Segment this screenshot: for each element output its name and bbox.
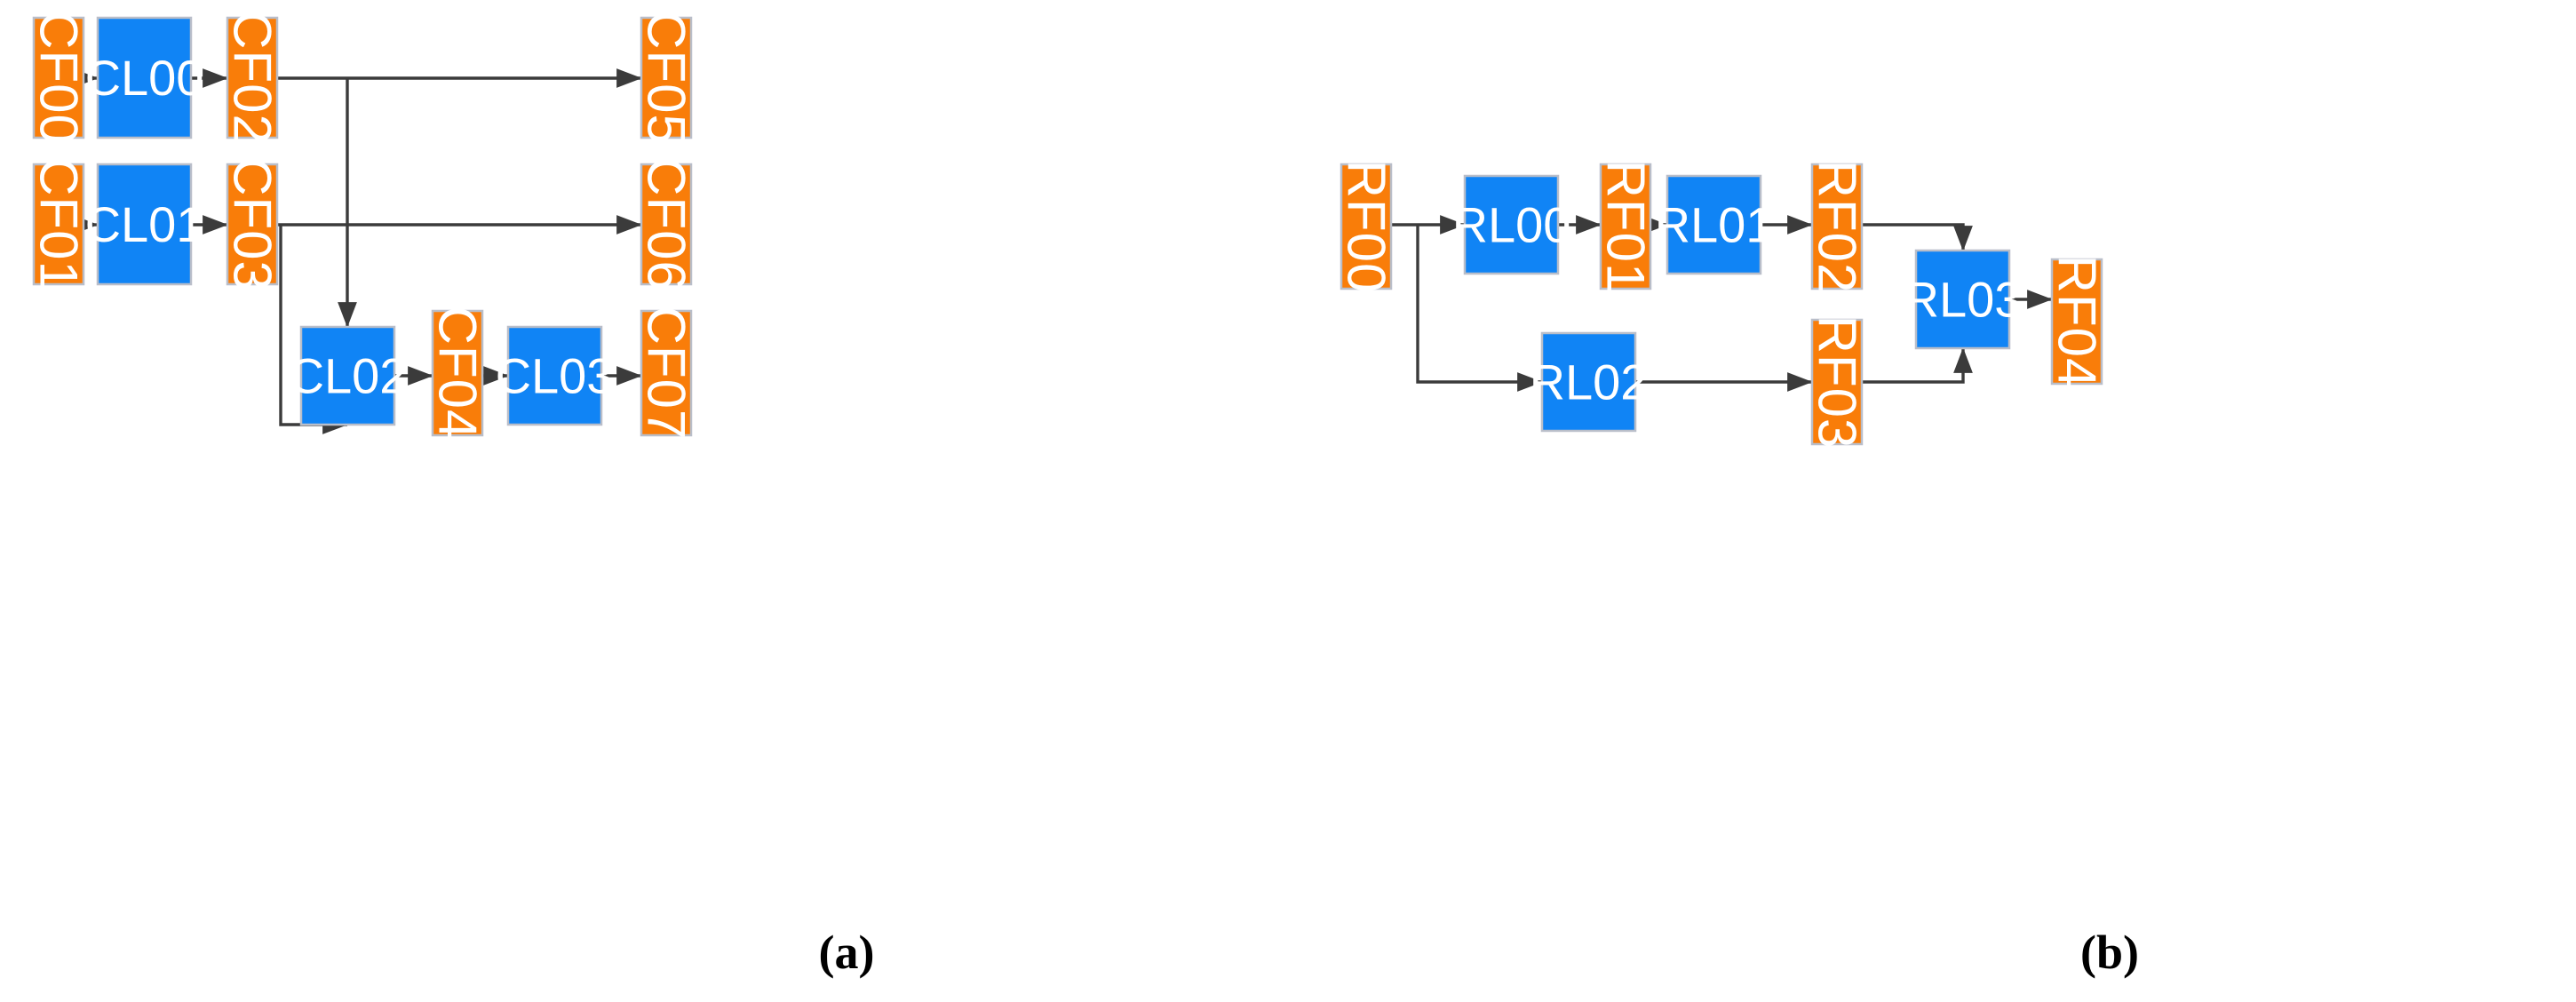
node-box-rf00 <box>1340 163 1393 290</box>
node-box-rl02 <box>1540 331 1637 433</box>
node-label-cf06: CF06 <box>637 157 696 291</box>
node-label-cl03: CL03 <box>496 348 615 404</box>
node-rl01[interactable]: RL01 <box>1655 174 1774 275</box>
node-label-rl00: RL00 <box>1452 197 1571 253</box>
node-rf03[interactable]: RF03 <box>1808 315 1867 449</box>
node-cf02[interactable]: CF02 <box>223 11 282 145</box>
node-box-cl00 <box>96 16 193 139</box>
node-rl03[interactable]: RL03 <box>1904 249 2023 350</box>
captions-layer: (a) (b) <box>819 926 2139 979</box>
node-label-cf04: CF04 <box>428 306 488 441</box>
caption-panel-a: (a) <box>819 926 875 979</box>
node-label-cf03: CF03 <box>223 157 282 291</box>
node-box-rl01 <box>1666 174 1762 275</box>
node-label-rl03: RL03 <box>1904 272 2023 328</box>
node-label-rf00: RF00 <box>1337 160 1396 294</box>
node-label-cf02: CF02 <box>223 11 282 145</box>
node-box-cf06 <box>640 163 693 286</box>
node-box-cl02 <box>299 325 396 426</box>
node-box-cf07 <box>640 309 693 437</box>
node-box-cf05 <box>640 16 693 139</box>
node-label-rf04: RF04 <box>2047 255 2107 389</box>
node-label-rf01: RF01 <box>1596 160 1656 294</box>
node-box-rl03 <box>1914 249 2011 350</box>
node-rf02[interactable]: RF02 <box>1808 160 1867 294</box>
node-label-cl00: CL00 <box>85 50 204 106</box>
node-cl00[interactable]: CL00 <box>85 16 204 139</box>
node-box-rf03 <box>1810 318 1864 446</box>
node-label-rf03: RF03 <box>1808 315 1867 449</box>
edges-layer <box>73 68 2053 434</box>
node-cf06[interactable]: CF06 <box>637 157 696 291</box>
node-label-cf07: CF07 <box>637 306 696 441</box>
node-cf04[interactable]: CF04 <box>428 306 488 441</box>
node-rf00[interactable]: RF00 <box>1337 160 1396 294</box>
node-box-cl01 <box>96 163 193 286</box>
node-rl00[interactable]: RL00 <box>1452 174 1571 275</box>
edge-rf00-to-rl02 <box>1416 225 1543 392</box>
node-cf07[interactable]: CF07 <box>637 306 696 441</box>
node-label-rl01: RL01 <box>1655 197 1774 253</box>
node-label-cl01: CL01 <box>85 196 204 252</box>
node-box-cf04 <box>431 309 484 437</box>
node-label-cf01: CF01 <box>29 157 89 291</box>
node-box-rf01 <box>1599 163 1652 290</box>
node-label-cf05: CF05 <box>637 11 696 145</box>
node-cf05[interactable]: CF05 <box>637 11 696 145</box>
node-box-cf03 <box>226 163 279 286</box>
node-box-cf00 <box>32 16 85 139</box>
caption-panel-b: (b) <box>2080 926 2139 979</box>
node-box-cf01 <box>32 163 85 286</box>
node-cl02[interactable]: CL02 <box>289 325 408 426</box>
node-label-cf00: CF00 <box>29 11 89 145</box>
node-cf01[interactable]: CF01 <box>29 157 89 291</box>
edge-rf03-to-rl03 <box>1862 347 1973 384</box>
node-box-cf02 <box>226 16 279 139</box>
node-cl03[interactable]: CL03 <box>496 325 615 426</box>
node-label-cl02: CL02 <box>289 348 408 404</box>
edge-rf02-to-rl03 <box>1862 223 1973 251</box>
node-rl02[interactable]: RL02 <box>1530 331 1649 433</box>
node-box-rf04 <box>2050 258 2103 386</box>
node-rf04[interactable]: RF04 <box>2047 255 2107 389</box>
node-box-rf02 <box>1810 163 1864 290</box>
node-label-rf02: RF02 <box>1808 160 1867 294</box>
node-label-rl02: RL02 <box>1530 354 1649 410</box>
node-rf01[interactable]: RF01 <box>1596 160 1656 294</box>
node-box-rl00 <box>1463 174 1560 275</box>
node-cf00[interactable]: CF00 <box>29 11 89 145</box>
node-cf03[interactable]: CF03 <box>223 157 282 291</box>
node-cl01[interactable]: CL01 <box>85 163 204 286</box>
node-box-cl03 <box>506 325 603 426</box>
